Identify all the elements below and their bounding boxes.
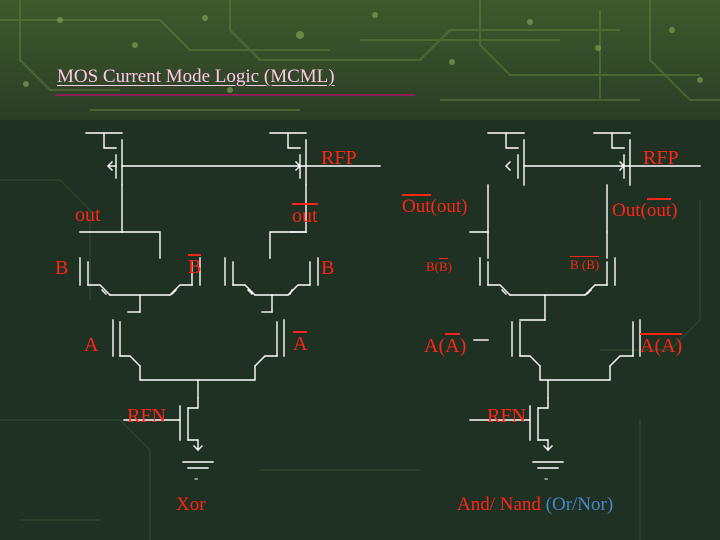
- right-out-left-label: Out(out): [402, 194, 468, 217]
- left-current-source: [123, 397, 214, 469]
- left-rfn-label: RFN: [127, 405, 166, 427]
- left-output-nodes: [79, 184, 307, 233]
- left-a-label: A: [84, 334, 99, 356]
- left-b-label: B: [55, 257, 69, 279]
- left-load-transistors: [85, 132, 381, 186]
- title-underline: [55, 94, 415, 96]
- left-a-bar-label: A: [293, 331, 308, 355]
- right-load-transistors: [487, 132, 701, 186]
- and-nand-caption: And/ Nand (Or/Nor): [457, 494, 614, 515]
- right-current-source: [469, 397, 564, 469]
- left-ground-label: -: [194, 470, 199, 485]
- left-out-bar-label: out: [292, 203, 318, 227]
- right-a-left-label: A(A): [424, 333, 467, 357]
- right-b-differential-pair: [479, 231, 616, 321]
- right-output-nodes: [469, 184, 608, 233]
- right-b-right-label: B (B): [570, 256, 600, 272]
- right-b-left-label: B(B): [426, 258, 453, 274]
- left-b-right-label: B: [321, 257, 335, 279]
- left-b-differential-pairs: [79, 231, 319, 313]
- slide-title: MOS Current Mode Logic (MCML): [57, 66, 335, 87]
- left-rfp-label: RFP: [321, 147, 357, 169]
- xor-caption: Xor: [176, 494, 206, 515]
- right-rfn-label: RFN: [487, 405, 526, 427]
- right-a-differential-pair: [473, 319, 641, 399]
- right-rfp-label: RFP: [643, 147, 679, 169]
- left-a-differential-pair: [112, 311, 285, 399]
- right-out-right-label: Out(out): [612, 198, 678, 221]
- left-b-bar-label: B: [188, 254, 202, 278]
- right-ground-label: -: [544, 470, 549, 485]
- left-out-label: out: [75, 204, 101, 226]
- right-a-right-label: A(A): [640, 333, 683, 357]
